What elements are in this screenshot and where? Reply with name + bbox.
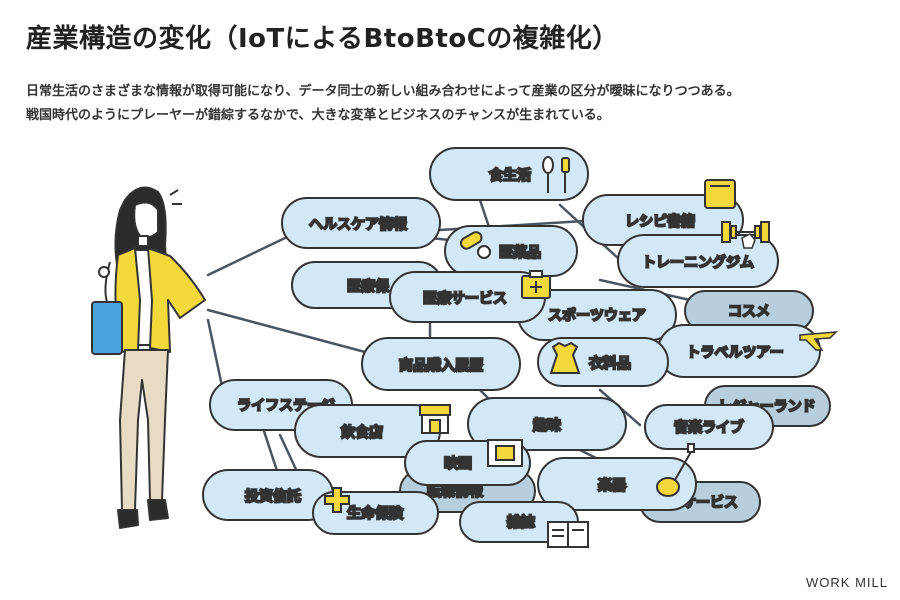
node-music-live: 音楽ライブ	[644, 404, 774, 450]
svg-text:楽器: 楽器	[597, 477, 627, 494]
svg-text:衣料品: 衣料品	[589, 355, 631, 372]
svg-text:飲食店: 飲食店	[340, 424, 383, 441]
node-recipe-book: レシピ書籍	[582, 194, 744, 246]
svg-text:トラベルツアー: トラベルツアー	[686, 345, 783, 361]
svg-text:商品購入履歴: 商品購入履歴	[399, 357, 483, 374]
node-sportswear: スポーツウェア	[517, 289, 677, 341]
svg-text:雑誌: 雑誌	[506, 514, 535, 531]
node-training-gym: トレーニングジム	[617, 234, 779, 288]
dumbbell-icon	[721, 221, 770, 243]
description: 日常生活のさまざまな情報が取得可能になり、データ同士の新しい組み合わせによって産…	[26, 80, 740, 128]
glove-icon	[741, 233, 756, 249]
open-book-icon	[547, 521, 589, 548]
node-travel-tour: トラベルツアー	[657, 324, 821, 378]
svg-text:食生活: 食生活	[489, 167, 531, 184]
svg-text:転職情報: 転職情報	[427, 483, 484, 500]
svg-text:医療サービス: 医療サービス	[423, 290, 507, 307]
medical-kit-icon	[521, 270, 551, 299]
shop-icon	[419, 404, 451, 434]
cross-icon	[324, 487, 350, 513]
node-cosmetics: コスメ	[684, 290, 814, 332]
description-line-2: 戦国時代のようにプレーヤーが錯綜するなかで、大きな変革とビジネスのチャンスが生ま…	[26, 108, 610, 123]
node-instrument: 楽器	[537, 457, 697, 511]
airplane-icon	[799, 331, 838, 351]
brand-logo: WORK MILL	[806, 575, 888, 590]
node-purchase-history: 商品購入履歴	[361, 337, 521, 391]
svg-text:趣味: 趣味	[532, 417, 561, 434]
svg-text:スポーツウェア: スポーツウェア	[548, 307, 646, 324]
pill-capsule-icon	[459, 231, 491, 259]
svg-text:レシピ書籍: レシピ書籍	[625, 213, 695, 230]
guitar-icon	[656, 443, 695, 497]
svg-text:ヘルスケア情報: ヘルスケア情報	[309, 216, 408, 233]
book-icon	[704, 179, 736, 209]
svg-text:投資信託: 投資信託	[245, 488, 301, 505]
svg-text:音楽ライブ: 音楽ライブ	[674, 419, 744, 436]
node-investment-trust: 投資信託	[202, 469, 334, 521]
description-line-1: 日常生活のさまざまな情報が取得可能になり、データ同士の新しい組み合わせによって産…	[26, 84, 740, 99]
woman-illustration	[91, 186, 206, 529]
page-title: 産業構造の変化（IoTによるBtoBtoCの複雑化）	[26, 24, 619, 54]
node-healthcare-info: ヘルスケア情報	[281, 197, 441, 249]
svg-text:コスメ: コスメ	[728, 304, 770, 320]
svg-text:医療保: 医療保	[347, 278, 390, 295]
node-medicine: 医薬品	[444, 225, 578, 277]
svg-text:トレーニングジム: トレーニングジム	[642, 254, 754, 271]
node-hobby: 趣味	[467, 397, 627, 451]
film-icon	[487, 439, 523, 467]
node-restaurant: 飲食店	[294, 404, 441, 458]
svg-text:生命保険: 生命保険	[347, 505, 404, 522]
svg-text:医薬品: 医薬品	[499, 244, 541, 261]
svg-text:サービス: サービス	[682, 495, 738, 511]
dress-icon	[549, 341, 581, 374]
spoon-fork-icon	[542, 156, 570, 193]
svg-text:映画: 映画	[444, 456, 472, 472]
node-medical-service: 医療サービス	[389, 271, 546, 323]
